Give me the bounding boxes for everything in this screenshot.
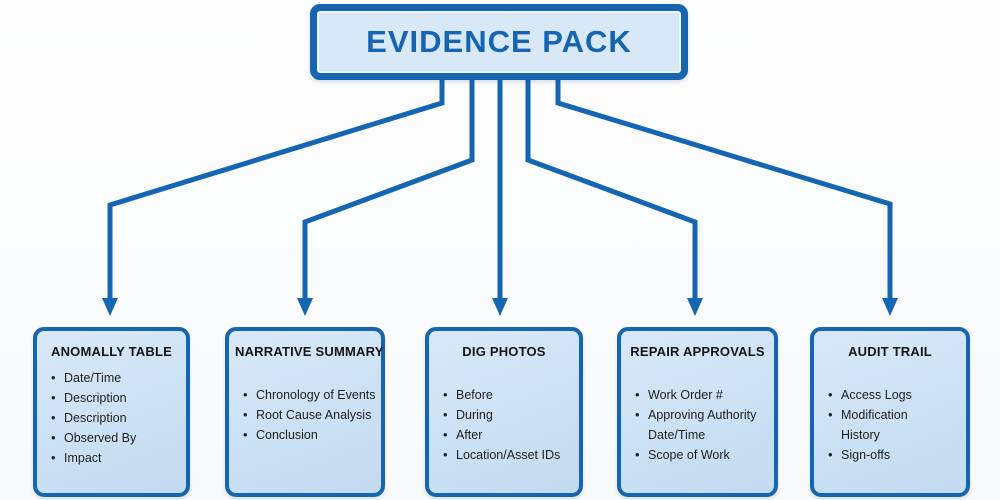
node-title: REPAIR APPROVALS xyxy=(630,344,765,359)
bullet-item: Access Logs xyxy=(826,385,933,405)
connector-line-narrative-summary xyxy=(302,80,475,300)
node-bullet-list: Chronology of Events Root Cause Analysis… xyxy=(229,385,381,445)
connector-line-audit-trail xyxy=(555,80,893,300)
connector-line-repair-approvals xyxy=(525,80,698,300)
bullet-item: Impact xyxy=(49,448,182,468)
arrowhead-dig-photos xyxy=(492,298,508,316)
node-narrative-summary: NARRATIVE SUMMARY Chronology of Events R… xyxy=(225,327,385,497)
node-title: NARRATIVE SUMMARY xyxy=(235,344,384,359)
bullet-item: Root Cause Analysis xyxy=(241,405,377,425)
bullet-item: Approving Authority Date/Time xyxy=(633,405,770,445)
root-node-title: EVIDENCE PACK xyxy=(366,24,632,59)
node-repair-approvals: REPAIR APPROVALS Work Order # Approving … xyxy=(617,327,778,497)
node-bullet-list: Access Logs Modification History Sign-of… xyxy=(814,385,966,465)
bullet-item: Sign-offs xyxy=(826,445,933,465)
bullet-item: After xyxy=(441,425,575,445)
arrowhead-repair-approvals xyxy=(687,298,703,316)
node-bullet-list: Date/Time Description Description Observ… xyxy=(37,368,186,468)
node-title: AUDIT TRAIL xyxy=(848,344,932,359)
bullet-item: Modification History xyxy=(826,405,933,445)
bullet-item: Before xyxy=(441,385,575,405)
bullet-item: During xyxy=(441,405,575,425)
bullet-item: Conclusion xyxy=(241,425,377,445)
bullet-item: Description xyxy=(49,408,182,428)
bullet-item: Date/Time xyxy=(49,368,182,388)
bullet-item: Scope of Work xyxy=(633,445,770,465)
bullet-item: Observed By xyxy=(49,428,182,448)
arrowhead-narrative-summary xyxy=(297,298,313,316)
node-bullet-list: Work Order # Approving Authority Date/Ti… xyxy=(621,385,774,465)
node-title: DIG PHOTOS xyxy=(462,344,546,359)
node-title: ANOMALLY TABLE xyxy=(50,344,172,359)
connector-line-anomaly-table xyxy=(107,80,445,300)
arrowhead-audit-trail xyxy=(882,298,898,316)
bullet-item: Description xyxy=(49,388,182,408)
node-anomaly-table: ANOMALLY TABLE Date/Time Description Des… xyxy=(33,327,190,497)
node-audit-trail: AUDIT TRAIL Access Logs Modification His… xyxy=(810,327,970,497)
bullet-item: Location/Asset IDs xyxy=(441,445,575,465)
node-dig-photos: DIG PHOTOS Before During After Location/… xyxy=(425,327,583,497)
arrowhead-anomaly-table xyxy=(102,298,118,316)
root-node-evidence-pack: EVIDENCE PACK xyxy=(310,4,688,80)
node-bullet-list: Before During After Location/Asset IDs xyxy=(429,385,579,465)
bullet-item: Work Order # xyxy=(633,385,770,405)
bullet-item: Chronology of Events xyxy=(241,385,377,405)
